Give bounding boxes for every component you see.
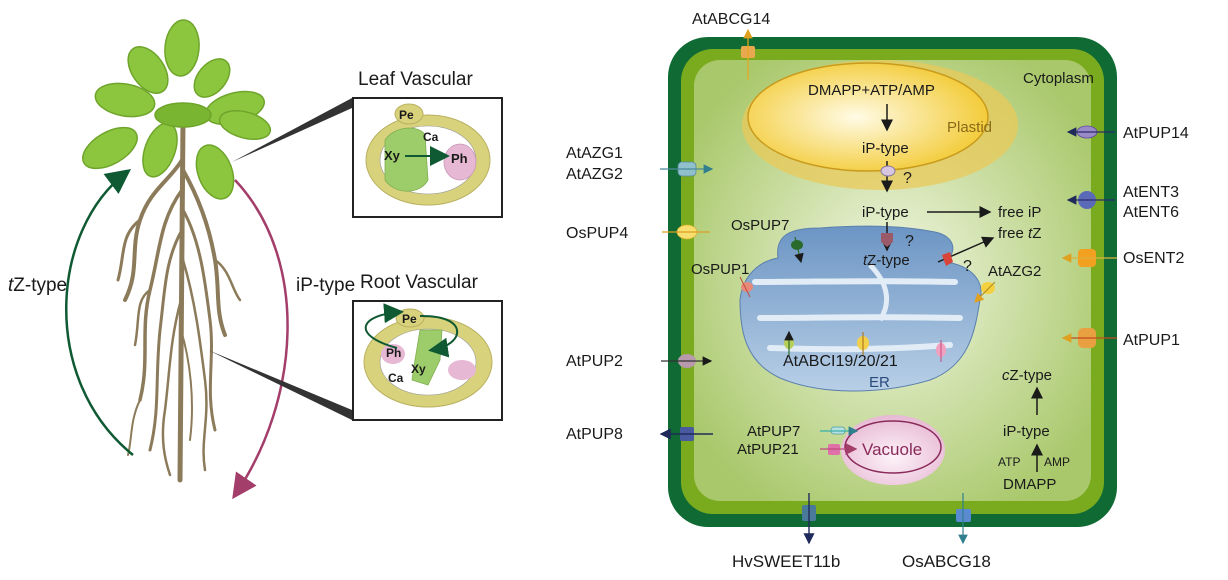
vacuole-label: Vacuole: [862, 440, 922, 459]
root-vascular-title: Root Vascular: [360, 272, 479, 293]
plastid: [747, 62, 989, 172]
leaf-vascular-inset: Leaf Vascular Pe Ca Xy Ph: [232, 69, 503, 218]
root-zoom-wedge: [208, 350, 352, 420]
atazg1-label: AtAZG1: [566, 145, 623, 162]
plastid-transporter-icon: [880, 165, 896, 177]
er-export-transporter-icon: [942, 252, 953, 266]
hvsweet11b-label: HvSWEET11b: [732, 552, 840, 571]
atpup1-label: AtPUP1: [1123, 332, 1180, 349]
osabcg18-label: OsABCG18: [902, 552, 991, 571]
atpup21-label: AtPUP21: [737, 441, 799, 458]
tz-transport-arrow: [65, 168, 134, 456]
dmapp-label: DMAPP: [1003, 476, 1056, 493]
cytoplasm-ip-type-2: iP-type: [1003, 423, 1050, 440]
cytoplasm-ip-type: iP-type: [862, 204, 909, 221]
amp-label: AMP: [1044, 455, 1070, 469]
root-system: [116, 117, 242, 483]
plastid-reaction: DMAPP+ATP/AMP: [808, 82, 935, 99]
leaf-vascular-title: Leaf Vascular: [358, 69, 473, 90]
ospup7-label: OsPUP7: [731, 217, 789, 234]
plastid-label: Plastid: [947, 119, 992, 136]
ip-type-label: iP-type: [296, 275, 355, 296]
tz-type-label: tZ-type: [8, 275, 67, 296]
atpup2-label: AtPUP2: [566, 353, 623, 370]
atpup7-label: AtPUP7: [747, 423, 800, 440]
ospup1-label: OsPUP1: [691, 261, 749, 278]
er-transporters-icons: [784, 330, 946, 362]
svg-text:Pe: Pe: [399, 108, 414, 122]
svg-text:Ph: Ph: [451, 151, 468, 166]
svg-text:Xy: Xy: [384, 148, 401, 163]
vacuole: [841, 415, 945, 485]
svg-text:Xy: Xy: [411, 362, 426, 376]
rosette-leaves: [82, 19, 272, 200]
osent2-label: OsENT2: [1123, 250, 1184, 267]
atazg2-label: AtAZG2: [566, 166, 623, 183]
atazg2-inner-label: AtAZG2: [988, 263, 1041, 280]
cz-type-label: cZ-type: [1002, 367, 1052, 384]
atent6-label: AtENT6: [1123, 204, 1179, 221]
ospup4-label: OsPUP4: [566, 225, 628, 242]
plastid-ip-type: iP-type: [862, 140, 909, 157]
svg-text:Pe: Pe: [402, 312, 417, 326]
plant-illustration: [65, 19, 289, 500]
atabcg14-label: AtABCG14: [692, 11, 770, 28]
er-transporters-label: AtABCI19/20/21: [783, 353, 898, 370]
svg-text:?: ?: [963, 258, 972, 275]
er-tz-type: tZ-type: [863, 252, 910, 269]
svg-text:Ca: Ca: [388, 371, 404, 385]
atent3-label: AtENT3: [1123, 184, 1179, 201]
svg-text:Ph: Ph: [386, 346, 401, 360]
svg-text:?: ?: [903, 170, 912, 187]
endoplasmic-reticulum: [739, 225, 982, 392]
root-vascular-inset: Root Vascular Pe Ph Ca Xy: [208, 272, 503, 421]
free-ip-label: free iP: [998, 204, 1041, 221]
er-membrane-transporter-icon: [881, 233, 893, 247]
er-label: ER: [869, 374, 890, 391]
atpup14-label: AtPUP14: [1123, 125, 1189, 142]
cytoplasm-label: Cytoplasm: [1023, 70, 1094, 87]
ip-transport-arrow: [232, 179, 289, 500]
atp-label: ATP: [998, 455, 1020, 469]
leaf-zoom-wedge: [232, 98, 352, 162]
svg-text:Ca: Ca: [423, 130, 439, 144]
cell: [668, 37, 1117, 527]
svg-text:?: ?: [905, 233, 914, 250]
atpup8-label: AtPUP8: [566, 426, 623, 443]
free-tz-label: free tZ: [998, 225, 1041, 242]
